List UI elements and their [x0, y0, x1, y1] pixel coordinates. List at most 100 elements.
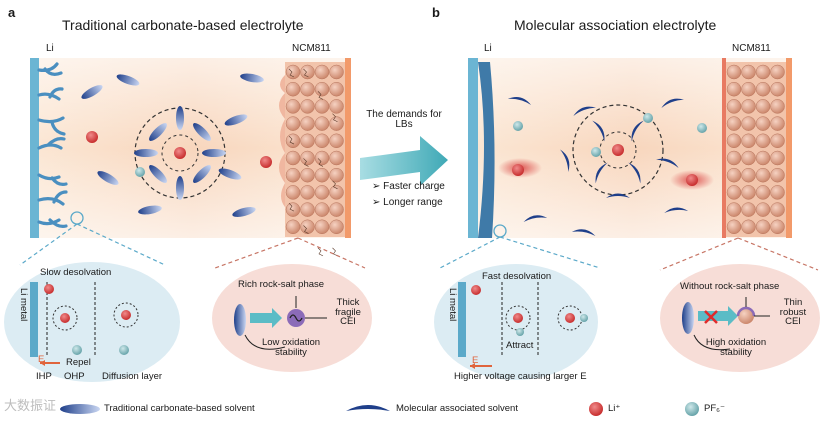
cathode-particle — [741, 64, 756, 80]
legend-associated-label: Molecular associated solvent — [396, 403, 518, 414]
legend — [60, 402, 699, 416]
associated-solvent — [573, 106, 596, 116]
zoom-right-b-details — [682, 297, 770, 351]
crack-line — [288, 135, 295, 145]
traditional-solvent — [176, 106, 184, 130]
traditional-solvent — [193, 123, 211, 141]
traditional-solvent — [232, 207, 256, 217]
cathode-particle — [770, 81, 785, 97]
watermark: 大数振证 — [4, 398, 57, 413]
li-metal-anode-b — [478, 62, 495, 238]
diffusion-layer-label: Diffusion layer — [102, 371, 163, 382]
cathode-particle — [329, 202, 344, 217]
cathode-particle — [741, 99, 756, 114]
crack-line — [317, 247, 324, 257]
traditional-solvent — [240, 73, 264, 83]
higher-voltage-label: Higher voltage causing larger E — [454, 371, 587, 382]
cathode-particle — [741, 185, 756, 200]
cathode-particle — [285, 167, 301, 183]
blocked-x-icon — [704, 310, 718, 324]
cathode-particle — [741, 81, 756, 97]
cathode-particle — [726, 185, 742, 200]
cathode-particle — [741, 202, 756, 217]
crack-line — [332, 247, 338, 257]
cathode-particle — [329, 81, 344, 97]
cathode-particle — [300, 150, 315, 166]
associated-solvent — [628, 162, 641, 184]
ohp-label: OHP — [64, 371, 85, 382]
cathode-particle — [329, 99, 344, 114]
associated-solvent — [571, 229, 596, 237]
solvent-molecules — [81, 73, 689, 237]
associated-solvent — [656, 158, 679, 168]
cathode-particle — [329, 64, 344, 80]
cathode-particle — [285, 81, 301, 97]
ions — [86, 113, 707, 186]
cathode-particle — [770, 133, 785, 149]
cathode-particle — [285, 116, 301, 131]
crack-line — [303, 225, 309, 234]
legend-traditional-label: Traditional carbonate-based solvent — [104, 403, 255, 414]
traditional-solvent — [138, 205, 162, 215]
field-label-b: E — [472, 355, 479, 366]
panel-a-cell — [30, 58, 351, 257]
dendrites-icon — [37, 62, 68, 228]
legend-li-label: Li⁺ — [608, 403, 621, 414]
cathode-particle — [755, 99, 771, 114]
legend-traditional-solvent-icon — [60, 404, 100, 414]
fast-desolvation-label: Fast desolvation — [482, 271, 552, 282]
rock-salt-label: Rich rock-salt phase — [238, 279, 325, 290]
li-metal-label-b: Li metal — [447, 288, 458, 322]
li-metal-anode-a — [30, 58, 39, 238]
associated-solvent — [592, 120, 605, 142]
traditional-solvent — [97, 171, 119, 185]
traditional-solvent — [81, 85, 103, 99]
cathode-particle — [726, 133, 742, 149]
legend-pf6-icon — [685, 402, 699, 416]
cathode-particles-b — [726, 64, 785, 235]
panel-b-cell — [468, 58, 792, 238]
cathode-particle — [300, 64, 315, 80]
cathode-particle — [741, 150, 756, 166]
cathode-particle — [329, 167, 344, 183]
without-rock-salt-label: Without rock-salt phase — [680, 281, 780, 292]
cathode-particle — [285, 202, 301, 217]
cathode-particle — [314, 150, 330, 166]
thin-cei-label: Thin robust CEI — [779, 297, 807, 327]
ihp-label: IHP — [36, 371, 52, 382]
cathode-particle — [314, 185, 330, 200]
cathode-particle — [300, 219, 315, 235]
traditional-solvent — [149, 165, 167, 183]
cathode-particle — [726, 202, 742, 217]
traditional-solvent — [134, 149, 158, 157]
cathode-particle — [300, 133, 315, 149]
cathode-particle — [314, 167, 330, 183]
cathode-particle — [329, 185, 344, 200]
cathode-particle — [285, 64, 301, 80]
panel-a-cathode-label: NCM811 — [292, 43, 331, 54]
zoom-left-a-details — [30, 282, 139, 366]
legend-li-icon — [589, 402, 603, 416]
cathode-particle — [770, 185, 785, 200]
zoom-connectors — [19, 223, 819, 271]
arrow-text: The demands for LBs — [366, 109, 442, 130]
cathode-particle — [329, 150, 344, 166]
traditional-solvent — [218, 168, 242, 180]
cathode-particle — [770, 150, 785, 166]
crack-line — [288, 68, 295, 78]
pf6-ion — [591, 147, 601, 157]
crack-line — [317, 158, 324, 167]
cathode-particle — [741, 167, 756, 183]
cathode-particle — [314, 64, 330, 80]
crack-line — [332, 180, 338, 190]
cathode-particle — [314, 81, 330, 97]
demands-arrow-icon — [360, 136, 448, 186]
li-ion — [86, 131, 98, 143]
cathode-particle — [755, 116, 771, 131]
field-label-a: E — [38, 354, 45, 365]
cathode-particle — [329, 116, 344, 131]
associated-solvent — [560, 149, 570, 172]
cathode-particle — [755, 150, 771, 166]
cathode-particle — [741, 133, 756, 149]
